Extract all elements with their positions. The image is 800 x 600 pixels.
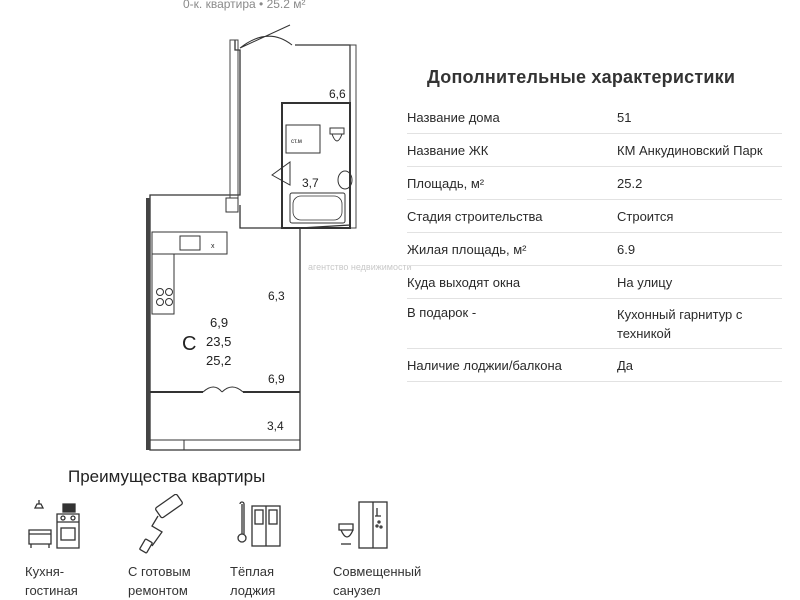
loggia-door	[202, 386, 244, 393]
room-area-label: 6,9	[268, 372, 285, 386]
char-value: Строится	[617, 208, 674, 224]
living-area-value: 6,9	[210, 315, 228, 330]
char-key: Наличие лоджии/балкона	[407, 357, 562, 373]
char-value: На улицу	[617, 274, 673, 290]
washer-box	[285, 124, 321, 154]
char-key: Жилая площадь, м²	[407, 241, 527, 257]
exterior-wall	[146, 198, 150, 450]
loggia-area-label: 3,4	[267, 419, 284, 433]
benefit-label: Кухня- гостиная	[25, 564, 78, 598]
outer-wall-left	[149, 40, 301, 451]
loggia-window	[183, 439, 301, 451]
benefit-warm-loggia: Тёплая лоджия	[230, 494, 320, 600]
kitchen-area-label: 6,3	[268, 289, 285, 303]
char-row: Название дома 51	[407, 101, 782, 134]
characteristics-table: Название дома 51 Название ЖК КМ Анкудино…	[407, 101, 782, 382]
rooms-area-value: 23,5	[206, 334, 231, 349]
char-key: Куда выходят окна	[407, 274, 521, 290]
benefit-kitchen-living: Кухня- гостиная	[25, 494, 115, 600]
sink	[337, 170, 353, 190]
entrance-door	[239, 24, 293, 49]
paint-roller-icon	[139, 493, 183, 554]
char-row: В подарок - Кухонный гарнитур с техникой	[407, 299, 782, 349]
char-row: Площадь, м² 25.2	[407, 167, 782, 200]
benefit-renovation: С готовым ремонтом	[128, 493, 218, 600]
bathtub	[289, 192, 346, 224]
char-value: 25.2	[617, 175, 643, 191]
char-key: В подарок -	[407, 305, 477, 320]
char-value: 51	[617, 109, 632, 125]
char-value: 6.9	[617, 241, 636, 257]
bathroom-icon	[338, 501, 388, 549]
kitchen-sink	[179, 235, 201, 251]
toilet	[329, 127, 345, 142]
char-value: Кухонный гарнитур с техникой	[617, 306, 743, 341]
thermometer-window-icon	[237, 501, 281, 547]
benefit-label: Тёплая лоджия	[230, 564, 276, 598]
watermark: агентство недвижимости	[308, 262, 412, 272]
characteristics-title: Дополнительные характеристики	[427, 67, 736, 87]
sink-mark: x	[211, 243, 215, 250]
char-value: Да	[617, 357, 634, 373]
bathroom-area-label: 3,7	[302, 176, 319, 190]
char-key: Площадь, м²	[407, 175, 485, 191]
char-key: Стадия строительства	[407, 208, 543, 224]
washer-label: ст.м	[291, 139, 302, 145]
char-key: Название дома	[407, 109, 500, 125]
corridor-area-label: 6,6	[329, 87, 346, 101]
char-row: Название ЖК КМ Анкудиновский Парк	[407, 134, 782, 167]
bathroom-walls	[281, 102, 351, 229]
char-key: Название ЖК	[407, 142, 489, 158]
benefit-label: С готовым ремонтом	[128, 564, 191, 598]
char-row: Куда выходят окна На улицу	[407, 266, 782, 299]
char-value: КМ Анкудиновский Парк	[617, 142, 763, 158]
outer-wall-right	[295, 44, 351, 229]
char-row: Стадия строительства Строится	[407, 200, 782, 233]
apartment-caption: 0-к. квартира • 25.2 м²	[183, 0, 306, 11]
char-row: Жилая площадь, м² 6.9	[407, 233, 782, 266]
total-area-value: 25,2	[206, 353, 231, 368]
kitchen-living-icon	[28, 500, 80, 549]
benefit-combined-bathroom: Совмещенный санузел	[333, 494, 423, 600]
floor-plan: 6,6 ст.м 3,7 x 6,3 С 6,9 23,5 25,2 6,9 3…	[146, 24, 357, 451]
kitchen-counter	[151, 231, 228, 255]
benefits-title: Преимущества квартиры	[68, 467, 266, 486]
bathroom-door	[271, 161, 291, 186]
char-row: Наличие лоджии/балкона Да	[407, 349, 782, 382]
room-letter: С	[182, 333, 196, 355]
benefit-label: Совмещенный санузел	[333, 564, 422, 598]
